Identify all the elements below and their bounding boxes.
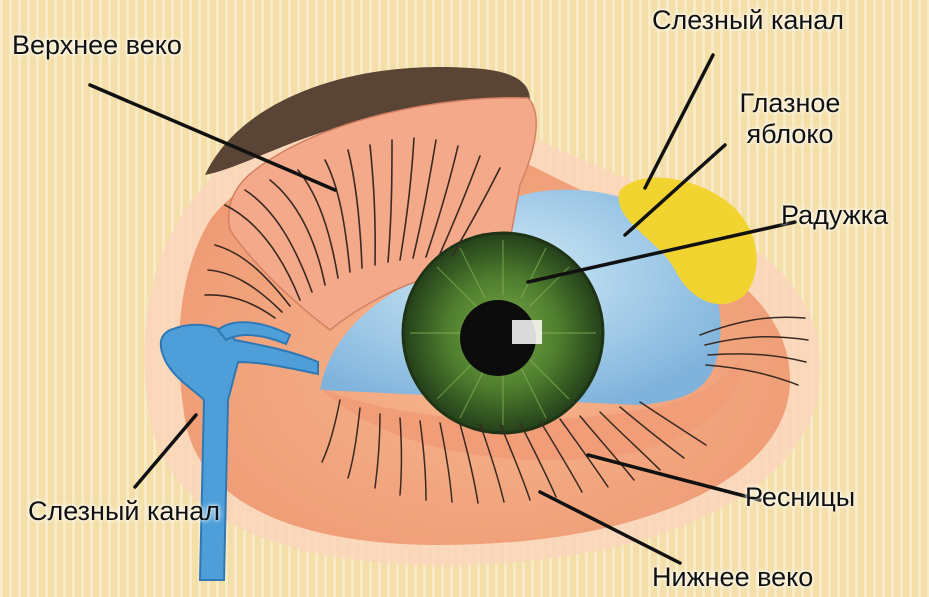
label-iris: Радужка xyxy=(781,200,888,231)
label-tear-canal-bottom: Слезный канал xyxy=(28,496,220,527)
label-tear-canal-top: Слезный канал xyxy=(652,5,844,36)
label-eyeball-line2: яблоко xyxy=(700,119,880,150)
label-lower-eyelid: Нижнее веко xyxy=(652,562,813,593)
pupil-highlight xyxy=(512,320,542,344)
label-eyeball: Глазное яблоко xyxy=(700,88,880,150)
label-upper-eyelid: Верхнее веко xyxy=(12,30,182,61)
label-eyeball-line1: Глазное xyxy=(700,88,880,119)
label-eyelashes: Ресницы xyxy=(745,482,855,513)
